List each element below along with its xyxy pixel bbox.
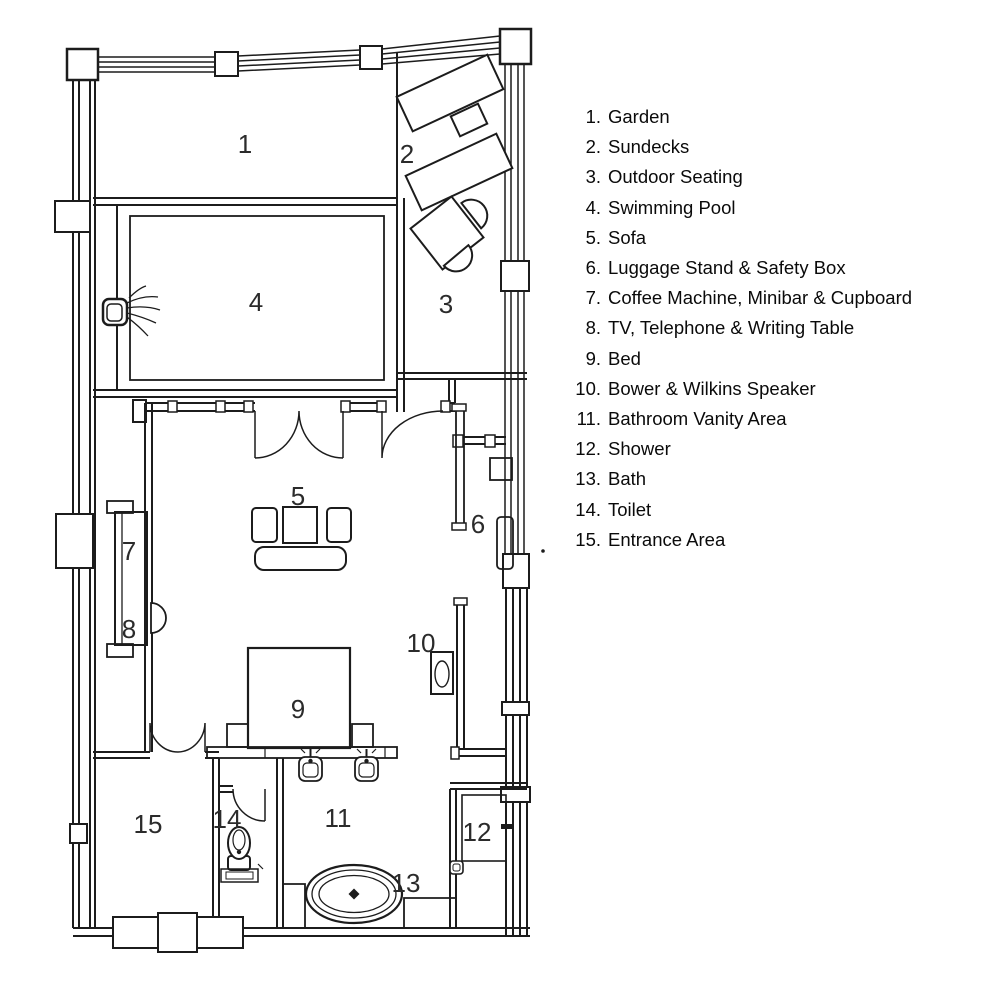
legend-number: 3. (585, 166, 601, 188)
legend-label: Sundecks (608, 136, 690, 158)
fence-post (500, 260, 530, 292)
wall-pier (69, 823, 88, 844)
legend-number: 5. (585, 226, 601, 248)
wall-sill (501, 701, 530, 716)
fence-post (214, 51, 239, 77)
sofa (251, 506, 352, 571)
legend-item: 2. Sundecks (568, 132, 993, 162)
vanity-sinks (298, 748, 379, 782)
interior-walls (93, 403, 527, 928)
fence-post (502, 553, 530, 589)
room-label-4: 4 (249, 287, 263, 317)
living-room-top-wall (132, 399, 455, 423)
legend-item: 14. Toilet (568, 495, 993, 525)
room-label-11: 11 (325, 803, 352, 833)
legend-item: 3. Outdoor Seating (568, 162, 993, 192)
legend-item: 12. Shower (568, 434, 993, 464)
fence-post (359, 45, 383, 70)
legend-label: Garden (608, 106, 670, 127)
legend-label: Toilet (608, 498, 652, 520)
room-label-13: 13 (392, 868, 421, 898)
legend: 1. Garden 2. Sundecks 3. Outdoor Seating 4.… (568, 102, 993, 555)
legend-number: 13. (575, 468, 601, 490)
luggage-stand (451, 403, 467, 531)
legend-item: 13. Bath (568, 464, 993, 494)
legend-item: 6. Luggage Stand & Safety Box (568, 253, 993, 283)
desk-chair (150, 602, 167, 634)
legend-number: 2. (585, 136, 601, 158)
room-label-5: 5 (291, 481, 305, 511)
legend-number: 11. (576, 408, 601, 430)
room-label-1: 1 (238, 129, 252, 159)
room-label-15: 15 (134, 809, 163, 839)
minibar-cabinet (114, 511, 148, 646)
wall-pier (54, 200, 91, 233)
room-label-6: 6 (471, 509, 485, 539)
safety-box (489, 457, 513, 481)
legend-item: 10. Bower & Wilkins Speaker (568, 374, 993, 404)
legend-number: 7. (585, 287, 601, 309)
legend-label: Entrance Area (608, 528, 726, 550)
room-label-14: 14 (213, 804, 242, 834)
stray-dot (541, 549, 545, 553)
pool-water-jet (101, 285, 161, 337)
wall-pier (55, 513, 94, 569)
right-wall (505, 556, 528, 936)
room-number-labels: 1 2 3 4 5 6 7 8 9 10 11 12 13 14 15 (122, 129, 492, 898)
outdoor-seating-furniture (409, 195, 489, 273)
door-swings (149, 410, 444, 822)
top-railing (98, 35, 501, 73)
fence-post (65, 47, 100, 82)
bathtub (283, 863, 457, 928)
fence-post (498, 27, 533, 66)
room-label-7: 7 (122, 536, 136, 566)
legend-label: Bed (608, 347, 641, 369)
cupboard (496, 516, 514, 570)
right-railing (504, 64, 525, 556)
entrance-steps (112, 912, 244, 953)
swimming-pool (116, 204, 398, 391)
room-label-10: 10 (407, 628, 436, 658)
room-label-2: 2 (400, 139, 414, 169)
legend-label: Swimming Pool (608, 196, 736, 218)
legend-label: TV, Telephone & Writing Table (608, 317, 855, 339)
legend-item: 1. Garden (568, 102, 993, 132)
speaker (430, 651, 454, 695)
sundeck-loungers (395, 53, 514, 212)
legend-number: 10. (575, 377, 601, 399)
legend-number: 12. (575, 438, 601, 460)
legend-number: 9. (585, 347, 601, 369)
legend-number: 6. (585, 257, 601, 279)
legend-item: 7. Coffee Machine, Minibar & Cupboard (568, 283, 993, 313)
room-label-9: 9 (291, 694, 305, 724)
legend-label: Coffee Machine, Minibar & Cupboard (608, 287, 913, 309)
legend-item: 5. Sofa (568, 223, 993, 253)
legend-label: Sofa (608, 226, 647, 248)
room-label-12: 12 (463, 817, 492, 847)
legend-label: Outdoor Seating (608, 166, 743, 188)
legend-number: 4. (585, 196, 601, 218)
legend-label: Luggage Stand & Safety Box (608, 257, 846, 279)
toilet-fixture (220, 826, 264, 883)
left-wall (72, 80, 96, 928)
room-label-3: 3 (439, 289, 453, 319)
legend-number: 1. (585, 106, 601, 127)
legend-item: 4. Swimming Pool (568, 193, 993, 223)
legend-item: 15. Entrance Area (568, 525, 993, 555)
legend-number: 15. (575, 528, 601, 550)
shower-room (449, 794, 512, 875)
room-label-8: 8 (122, 614, 136, 644)
legend-label: Shower (608, 438, 671, 460)
legend-item: 8. TV, Telephone & Writing Table (568, 313, 993, 343)
legend-label: Bathroom Vanity Area (608, 408, 787, 430)
legend-label: Bower & Wilkins Speaker (608, 377, 816, 399)
legend-number: 8. (585, 317, 601, 339)
legend-label: Bath (608, 468, 647, 490)
legend-number: 14. (575, 498, 601, 520)
shower-door-handle (501, 824, 512, 829)
legend-item: 9. Bed (568, 344, 993, 374)
legend-item: 11. Bathroom Vanity Area (568, 404, 993, 434)
